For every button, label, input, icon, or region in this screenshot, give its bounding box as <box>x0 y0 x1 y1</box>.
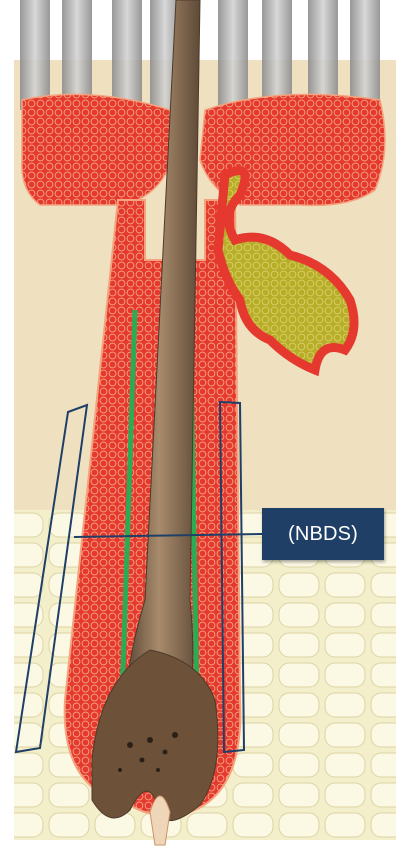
nbds-label-text: (NBDS) <box>288 523 358 546</box>
nbds-label: (NBDS) <box>262 508 384 560</box>
epidermis-left <box>22 94 179 205</box>
